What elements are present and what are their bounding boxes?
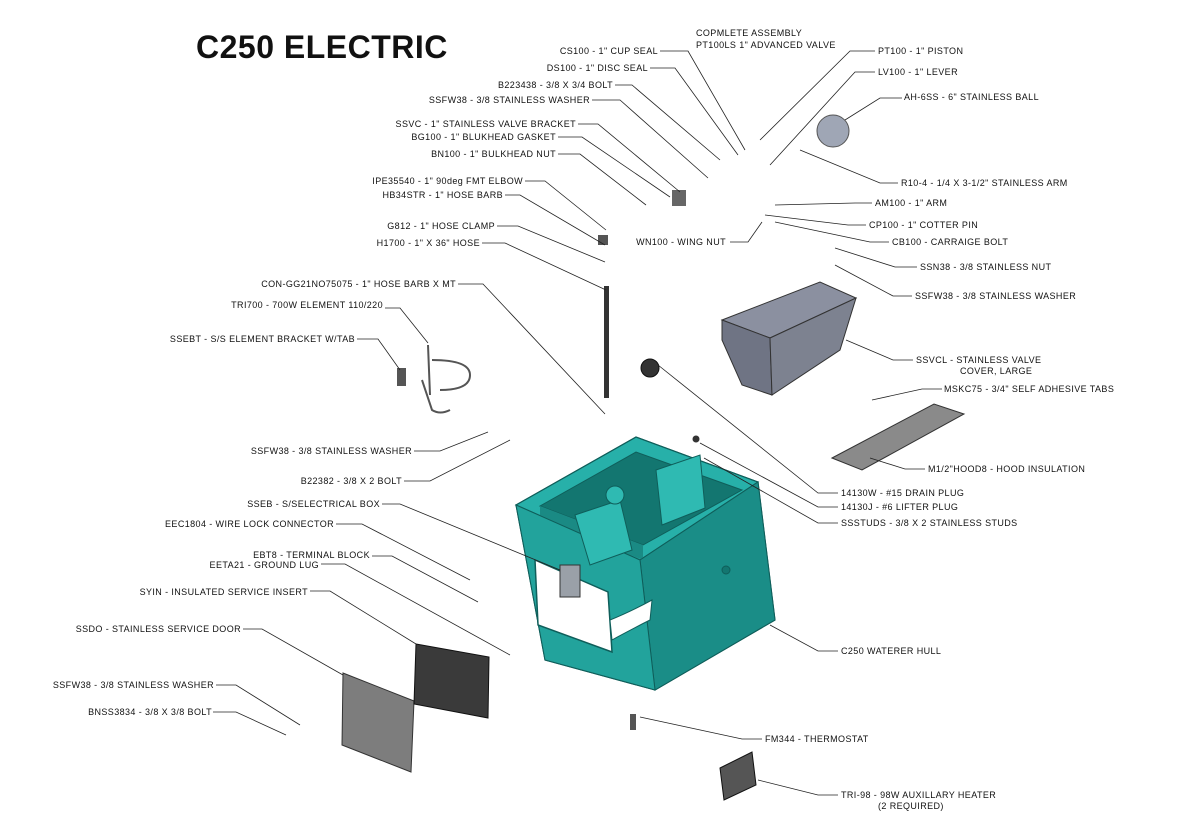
ground-lug-label: EETA21 - GROUND LUG: [209, 560, 319, 570]
drain-plug-label: 14130W - #15 DRAIN PLUG: [841, 488, 965, 498]
service-insert: [413, 643, 490, 719]
valve-bracket: [672, 190, 686, 206]
wire-lock-connector-label: EEC1804 - WIRE LOCK CONNECTOR: [165, 519, 334, 529]
hose-barb-mt-label: CON-GG21NO75075 - 1" HOSE BARB X MT: [261, 279, 456, 289]
valve-cover: [720, 281, 858, 396]
lifter-plug: [692, 435, 700, 443]
stainless-ball: [816, 114, 850, 148]
bolt-label: B223438 - 3/8 X 3/4 BOLT: [498, 80, 613, 90]
bulkhead-nut-label: BN100 - 1" BULKHEAD NUT: [431, 149, 556, 159]
waterer-hull: [514, 436, 776, 691]
bulkhead-gasket-label: BG100 - 1" BLUKHEAD GASKET: [411, 132, 556, 142]
terminal-block-label: EBT8 - TERMINAL BLOCK: [253, 550, 370, 560]
hose-barb-label: HB34STR - 1" HOSE BARB: [382, 190, 503, 200]
elbow: [598, 235, 608, 245]
arm-label: AM100 - 1" ARM: [875, 198, 948, 208]
element-label: TRI700 - 700W ELEMENT 110/220: [231, 300, 383, 310]
bnss-bolt-label: BNSS3834 - 3/8 X 3/8 BOLT: [88, 707, 212, 717]
hose-clamp-label: G812 - 1" HOSE CLAMP: [387, 221, 495, 231]
thermostat-label: FM344 - THERMOSTAT: [765, 734, 869, 744]
elbow-label: IPE35540 - 1" 90deg FMT ELBOW: [372, 176, 523, 186]
cotter-pin-label: CP100 - 1" COTTER PIN: [869, 220, 979, 230]
stainless-washer-label-a: SSFW38 - 3/8 STAINLESS WASHER: [428, 95, 590, 105]
stainless-washer-label-d: SSFW38 - 3/8 STAINLESS WASHER: [915, 291, 1077, 301]
service-insert-label: SYIN - INSULATED SERVICE INSERT: [139, 587, 308, 597]
complete-assembly-label: COPMLETE ASSEMBLY: [696, 28, 803, 38]
lifter-plug-label: 14130J - #6 LIFTER PLUG: [841, 502, 959, 512]
element-bracket-label: SSEBT - S/S ELEMENT BRACKET W/TAB: [169, 334, 355, 344]
valve-bracket-label: SSVC - 1" STAINLESS VALVE BRACKET: [395, 119, 576, 129]
electrical-box-label: SSEB - S/SELECTRICAL BOX: [247, 499, 380, 509]
stainless-arm-label: R10-4 - 1/4 X 3-1/2" STAINLESS ARM: [901, 178, 1068, 188]
wing-nut-label: WN100 - WING NUT: [636, 237, 726, 247]
hood-insulation: [830, 403, 966, 471]
valve-cover-label-2: COVER, LARGE: [960, 366, 1033, 376]
auxiliary-heater: [719, 751, 757, 801]
drain-plug: [640, 358, 660, 378]
carriage-bolt-label: CB100 - CARRAIGE BOLT: [892, 237, 1009, 247]
leader-lines: [213, 50, 942, 796]
element-bracket: [397, 368, 406, 386]
disc-seal-label: DS100 - 1" DISC SEAL: [546, 63, 648, 73]
stainless-studs-label: SSSTUDS - 3/8 X 2 STAINLESS STUDS: [841, 518, 1018, 528]
heater-quantity-label: (2 REQUIRED): [878, 801, 944, 811]
hose: [604, 286, 609, 398]
diagram-title: C250 ELECTRIC: [196, 29, 448, 65]
hood-insulation-label: M1/2"HOOD8 - HOOD INSULATION: [928, 464, 1086, 474]
valve-cover-label: SSVCL - STAINLESS VALVE: [916, 355, 1042, 365]
stainless-washer-label-c: SSFW38 - 3/8 STAINLESS WASHER: [52, 680, 214, 690]
stainless-ball-label: AH-6SS - 6" STAINLESS BALL: [904, 92, 1039, 102]
hose-label: H1700 - 1" X 36" HOSE: [376, 238, 480, 248]
piston-label: PT100 - 1" PISTON: [878, 46, 964, 56]
thermostat: [630, 714, 636, 730]
auxiliary-heater-label: TRI-98 - 98W AUXILLARY HEATER: [841, 790, 997, 800]
lever-label: LV100 - 1" LEVER: [878, 67, 958, 77]
cup-seal-label: CS100 - 1" CUP SEAL: [559, 46, 658, 56]
heating-element: [421, 344, 472, 414]
bolt-2-label: B22382 - 3/8 X 2 BOLT: [300, 476, 402, 486]
stainless-nut-label: SSN38 - 3/8 STAINLESS NUT: [920, 262, 1052, 272]
service-door: [341, 672, 415, 773]
adhesive-tabs-label: MSKC75 - 3/4" SELF ADHESIVE TABS: [944, 384, 1115, 394]
advanced-valve-label: PT100LS 1" ADVANCED VALVE: [696, 40, 836, 50]
stainless-washer-label-b: SSFW38 - 3/8 STAINLESS WASHER: [250, 446, 412, 456]
service-door-label: SSDO - STAINLESS SERVICE DOOR: [75, 624, 241, 634]
waterer-hull-label: C250 WATERER HULL: [841, 646, 942, 656]
